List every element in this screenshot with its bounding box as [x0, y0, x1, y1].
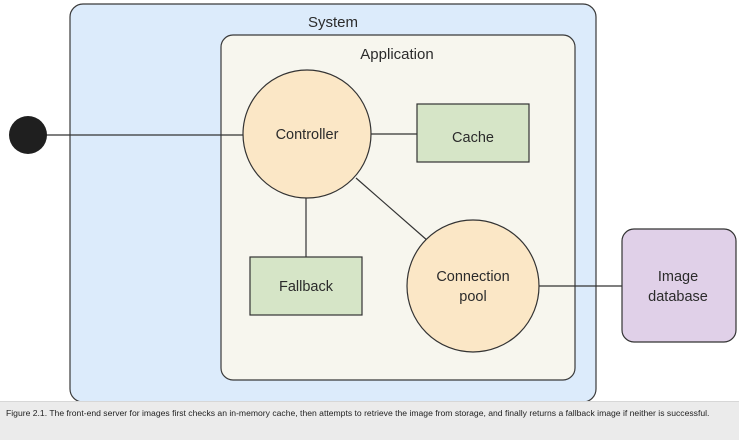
image-database-label-line2: database: [648, 289, 708, 305]
cache-node: [416, 103, 530, 163]
image-database-node: [621, 228, 737, 343]
controller-node: [242, 69, 372, 199]
application-label: Application: [360, 46, 433, 63]
fallback-label: Fallback: [279, 279, 334, 295]
fallback-node: [249, 256, 363, 316]
figure-caption: Figure 2.1. The front-end server for ima…: [0, 401, 739, 440]
connection-pool-label-line2: pool: [459, 289, 486, 305]
architecture-diagram: System Application Controller Cache Fall…: [9, 3, 737, 401]
system-label: System: [308, 14, 358, 31]
connection-pool-label-line1: Connection: [436, 269, 509, 285]
image-database-label-line1: Image: [658, 269, 698, 285]
figure-caption-text: Figure 2.1. The front-end server for ima…: [6, 408, 710, 418]
cache-label: Cache: [452, 130, 494, 146]
connection-pool-node: [406, 219, 540, 353]
controller-to-connection-pool-line: [355, 177, 429, 242]
entry-point-dot: [9, 116, 47, 154]
controller-label: Controller: [276, 127, 339, 143]
